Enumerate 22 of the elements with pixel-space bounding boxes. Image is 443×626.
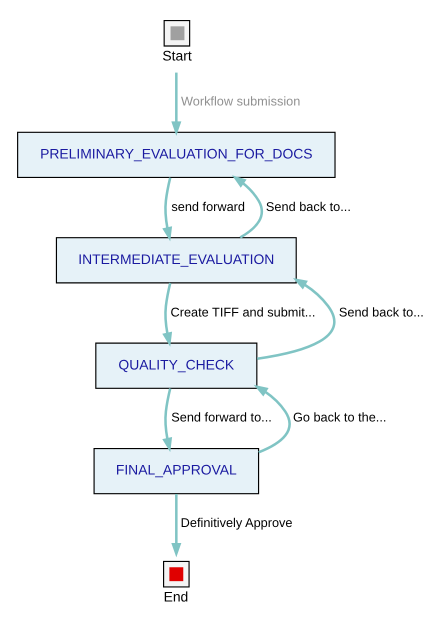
- edge-label: send forward: [171, 198, 246, 214]
- node-label: End: [164, 588, 188, 605]
- edge-label: Send back to...: [266, 198, 351, 214]
- arrow: [162, 388, 172, 452]
- arrow: [254, 384, 291, 454]
- node-box: FINAL_APPROVAL: [94, 448, 260, 494]
- edge-label: Go back to the...: [292, 410, 386, 425]
- node-label: Start: [162, 48, 192, 64]
- arrow: [232, 175, 264, 239]
- node-box: PRELIMINARY_EVALUATION_FOR_DOCS: [17, 132, 336, 178]
- edge-label: Send forward to...: [171, 410, 272, 425]
- node-box: QUALITY_CHECK: [95, 342, 258, 389]
- arrow: [162, 177, 172, 242]
- edge-label: Definitively Approve: [180, 515, 293, 530]
- edge-label: Create TIFF and submit...: [170, 304, 316, 320]
- arrow: [171, 72, 182, 136]
- arrow: [162, 282, 172, 347]
- node-box: INTERMEDIATE_EVALUATION: [56, 237, 297, 284]
- edge-label: Workflow submission: [180, 93, 300, 108]
- arrow: [171, 494, 182, 558]
- edge-label: Send back to...: [338, 304, 424, 320]
- arrow: [256, 278, 336, 360]
